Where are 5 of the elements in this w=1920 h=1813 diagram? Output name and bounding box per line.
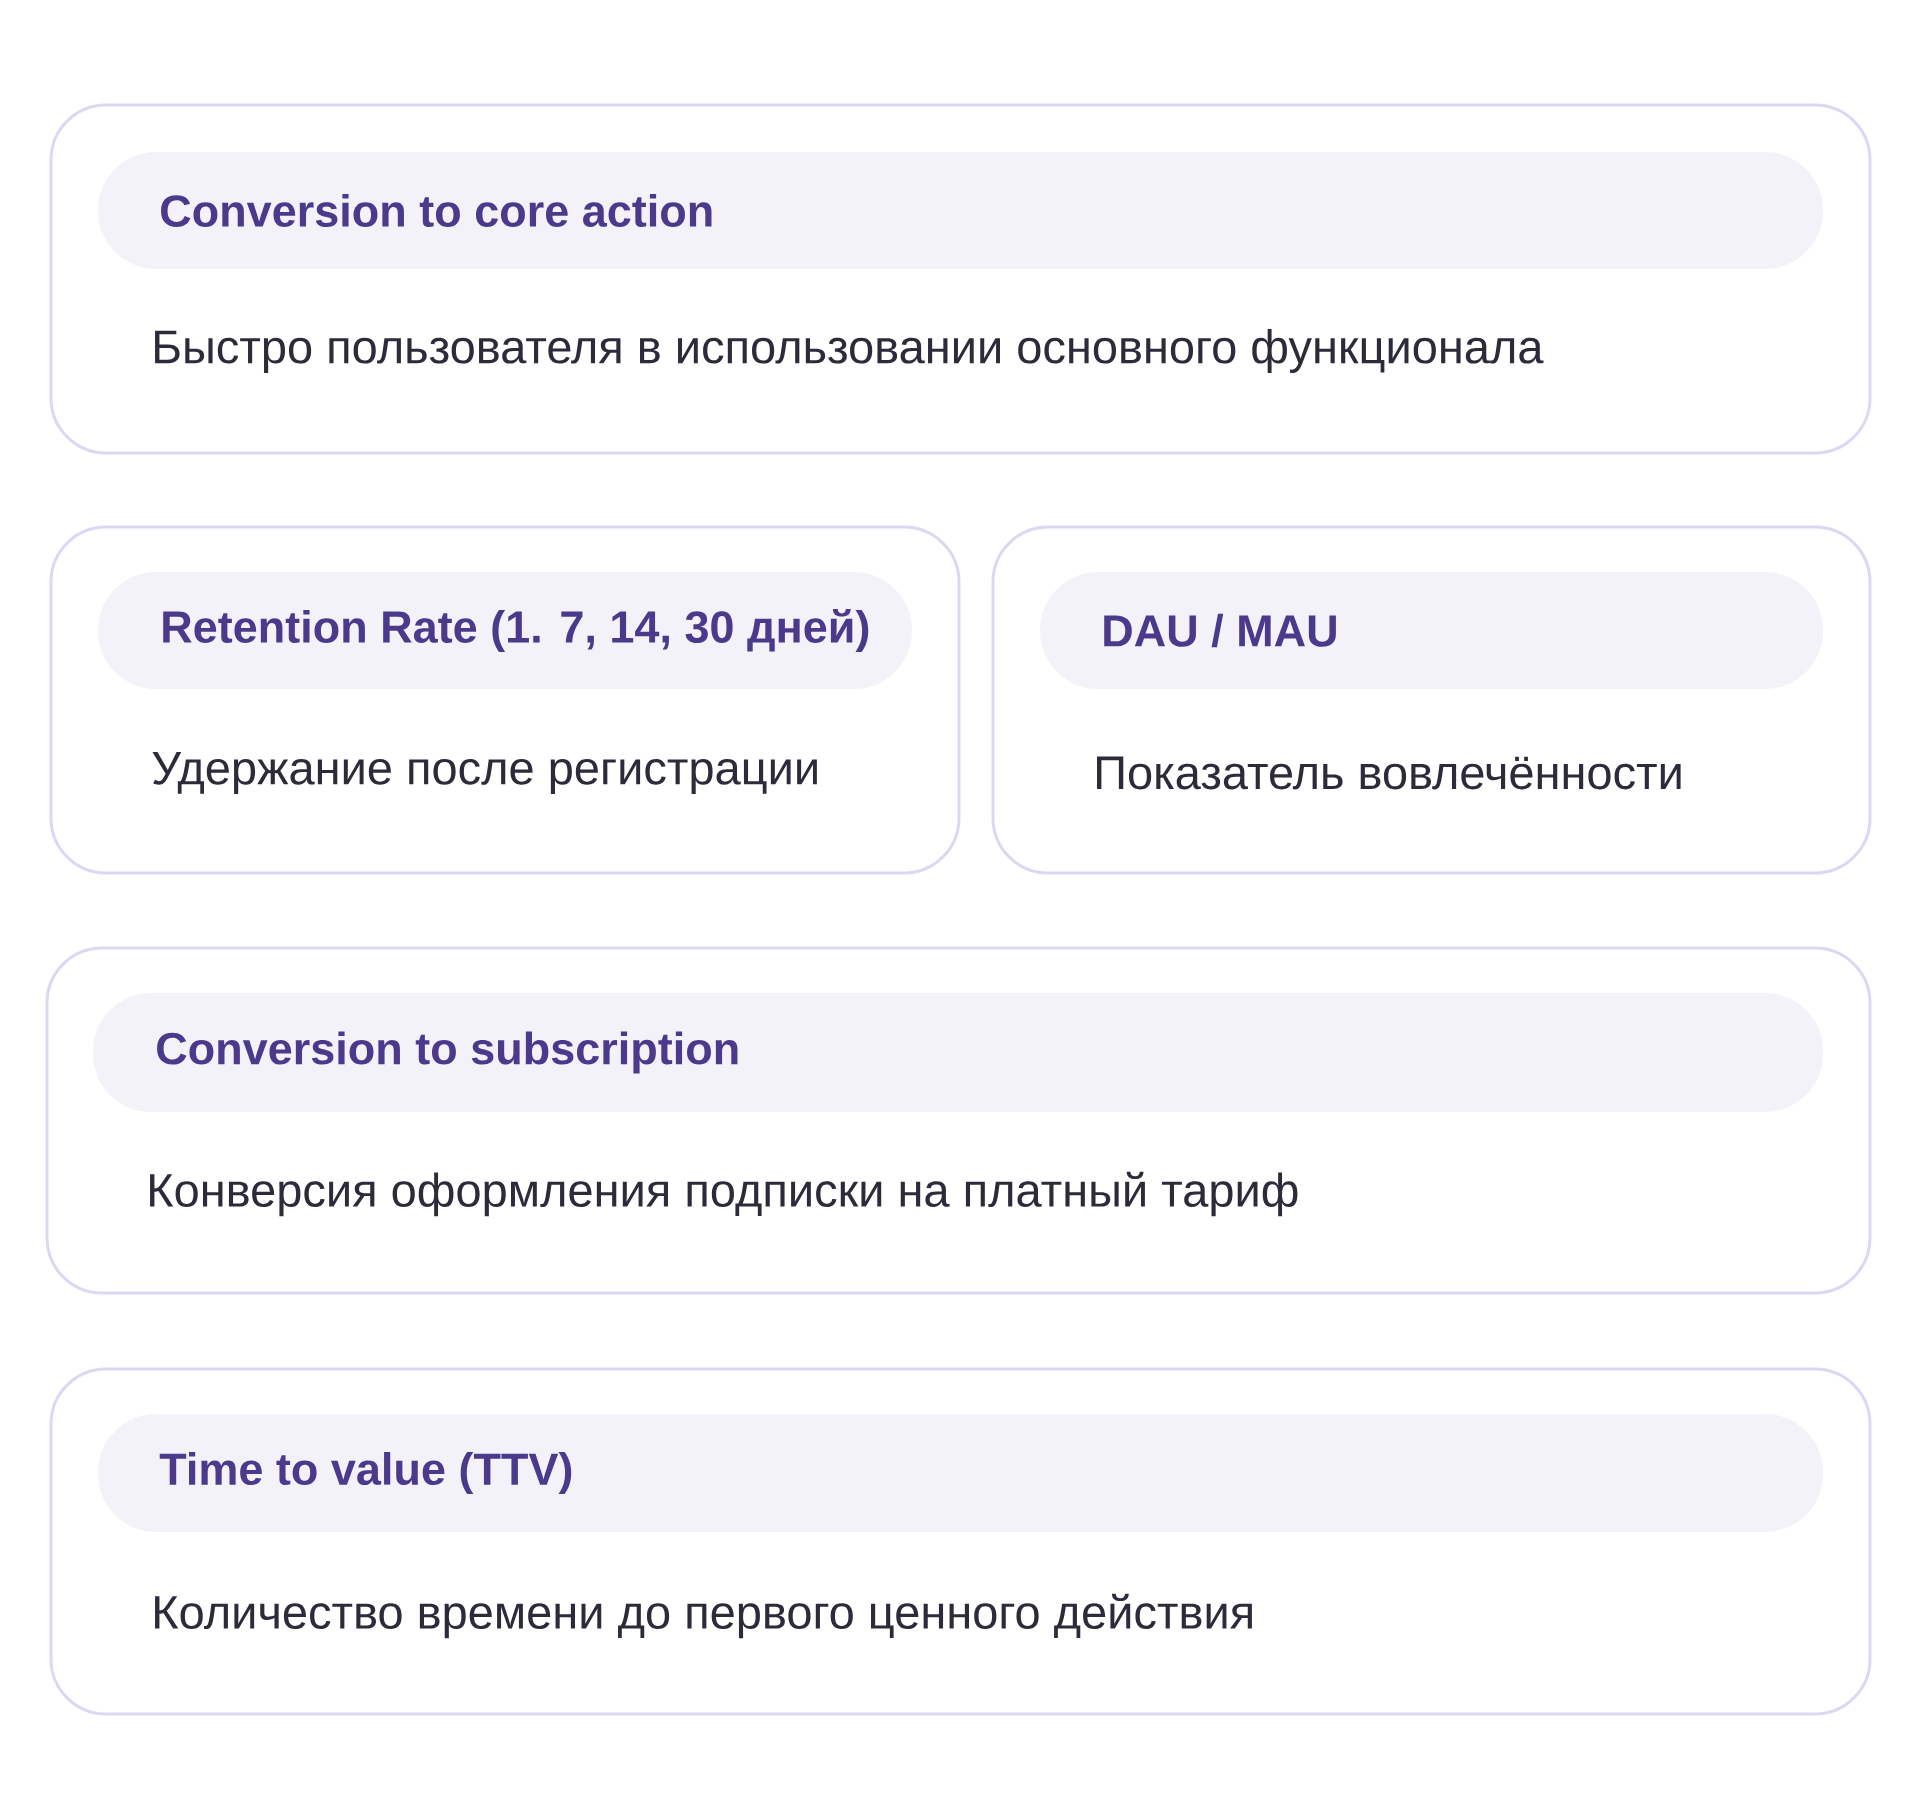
header-pill: Conversion to core action (98, 152, 1823, 269)
header-pill: DAU / MAU (1040, 572, 1823, 689)
header-pill: Conversion to subscription (93, 993, 1823, 1112)
header-pill: Time to value (TTV) (98, 1414, 1823, 1532)
header-pill: Retention Rate (1. 7, 14, 30 дней) (98, 572, 912, 689)
